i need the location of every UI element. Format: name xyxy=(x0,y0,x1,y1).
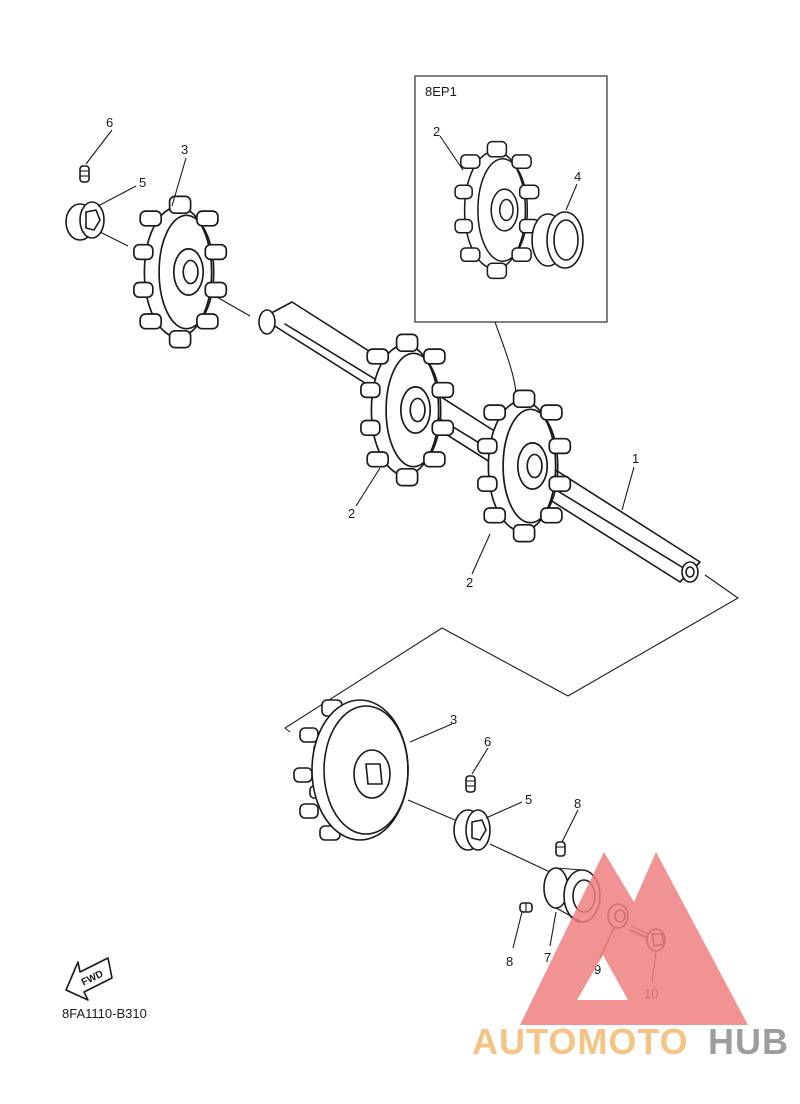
inset-sprocket xyxy=(454,140,540,280)
callout-5-bottom: 5 xyxy=(525,792,532,807)
screw-6-upper xyxy=(79,165,90,183)
wheel-3-lower xyxy=(293,699,409,841)
watermark-text-gray: HUB xyxy=(708,1021,789,1062)
callout-6-bottom: 6 xyxy=(484,734,491,749)
callout-2-inset: 2 xyxy=(433,124,440,139)
sprocket-2-b xyxy=(477,389,572,543)
callout-8-bottom: 8 xyxy=(506,954,513,969)
nut-5-lower xyxy=(453,809,491,851)
part-code: 8FA1110-B310 xyxy=(62,1006,147,1021)
watermark-logo: AUTOMOTO HUB xyxy=(472,852,789,1062)
callout-2-a: 2 xyxy=(348,506,355,521)
callout-9: 9 xyxy=(594,962,601,977)
callout-4: 4 xyxy=(574,169,581,184)
screw-6-lower xyxy=(465,775,476,793)
inset-label: 8EP1 xyxy=(425,84,457,99)
fwd-arrow-icon: FWD xyxy=(65,957,113,1001)
screw-8-top xyxy=(555,841,566,857)
upper-assembly: 6 5 3 1 2 2 xyxy=(65,115,701,590)
bearing-4 xyxy=(531,211,584,269)
callout-3-top: 3 xyxy=(181,142,188,157)
callout-3-bottom: 3 xyxy=(450,712,457,727)
callout-1: 1 xyxy=(632,451,639,466)
callout-7: 7 xyxy=(544,950,551,965)
watermark-text-colored: AUTOMOTO xyxy=(472,1021,689,1062)
callout-6-top: 6 xyxy=(106,115,113,130)
callout-2-b: 2 xyxy=(466,575,473,590)
connection-line xyxy=(284,574,740,733)
callout-8-top: 8 xyxy=(574,796,581,811)
callout-5-top: 5 xyxy=(139,175,146,190)
wheel-3-upper xyxy=(133,195,228,349)
inset-box: 8EP1 2 4 xyxy=(414,75,608,396)
nut-5-upper xyxy=(65,201,105,241)
watermark-triangle-icon xyxy=(520,852,748,1025)
screw-8-bottom xyxy=(519,902,533,913)
inset-leader xyxy=(494,321,517,396)
